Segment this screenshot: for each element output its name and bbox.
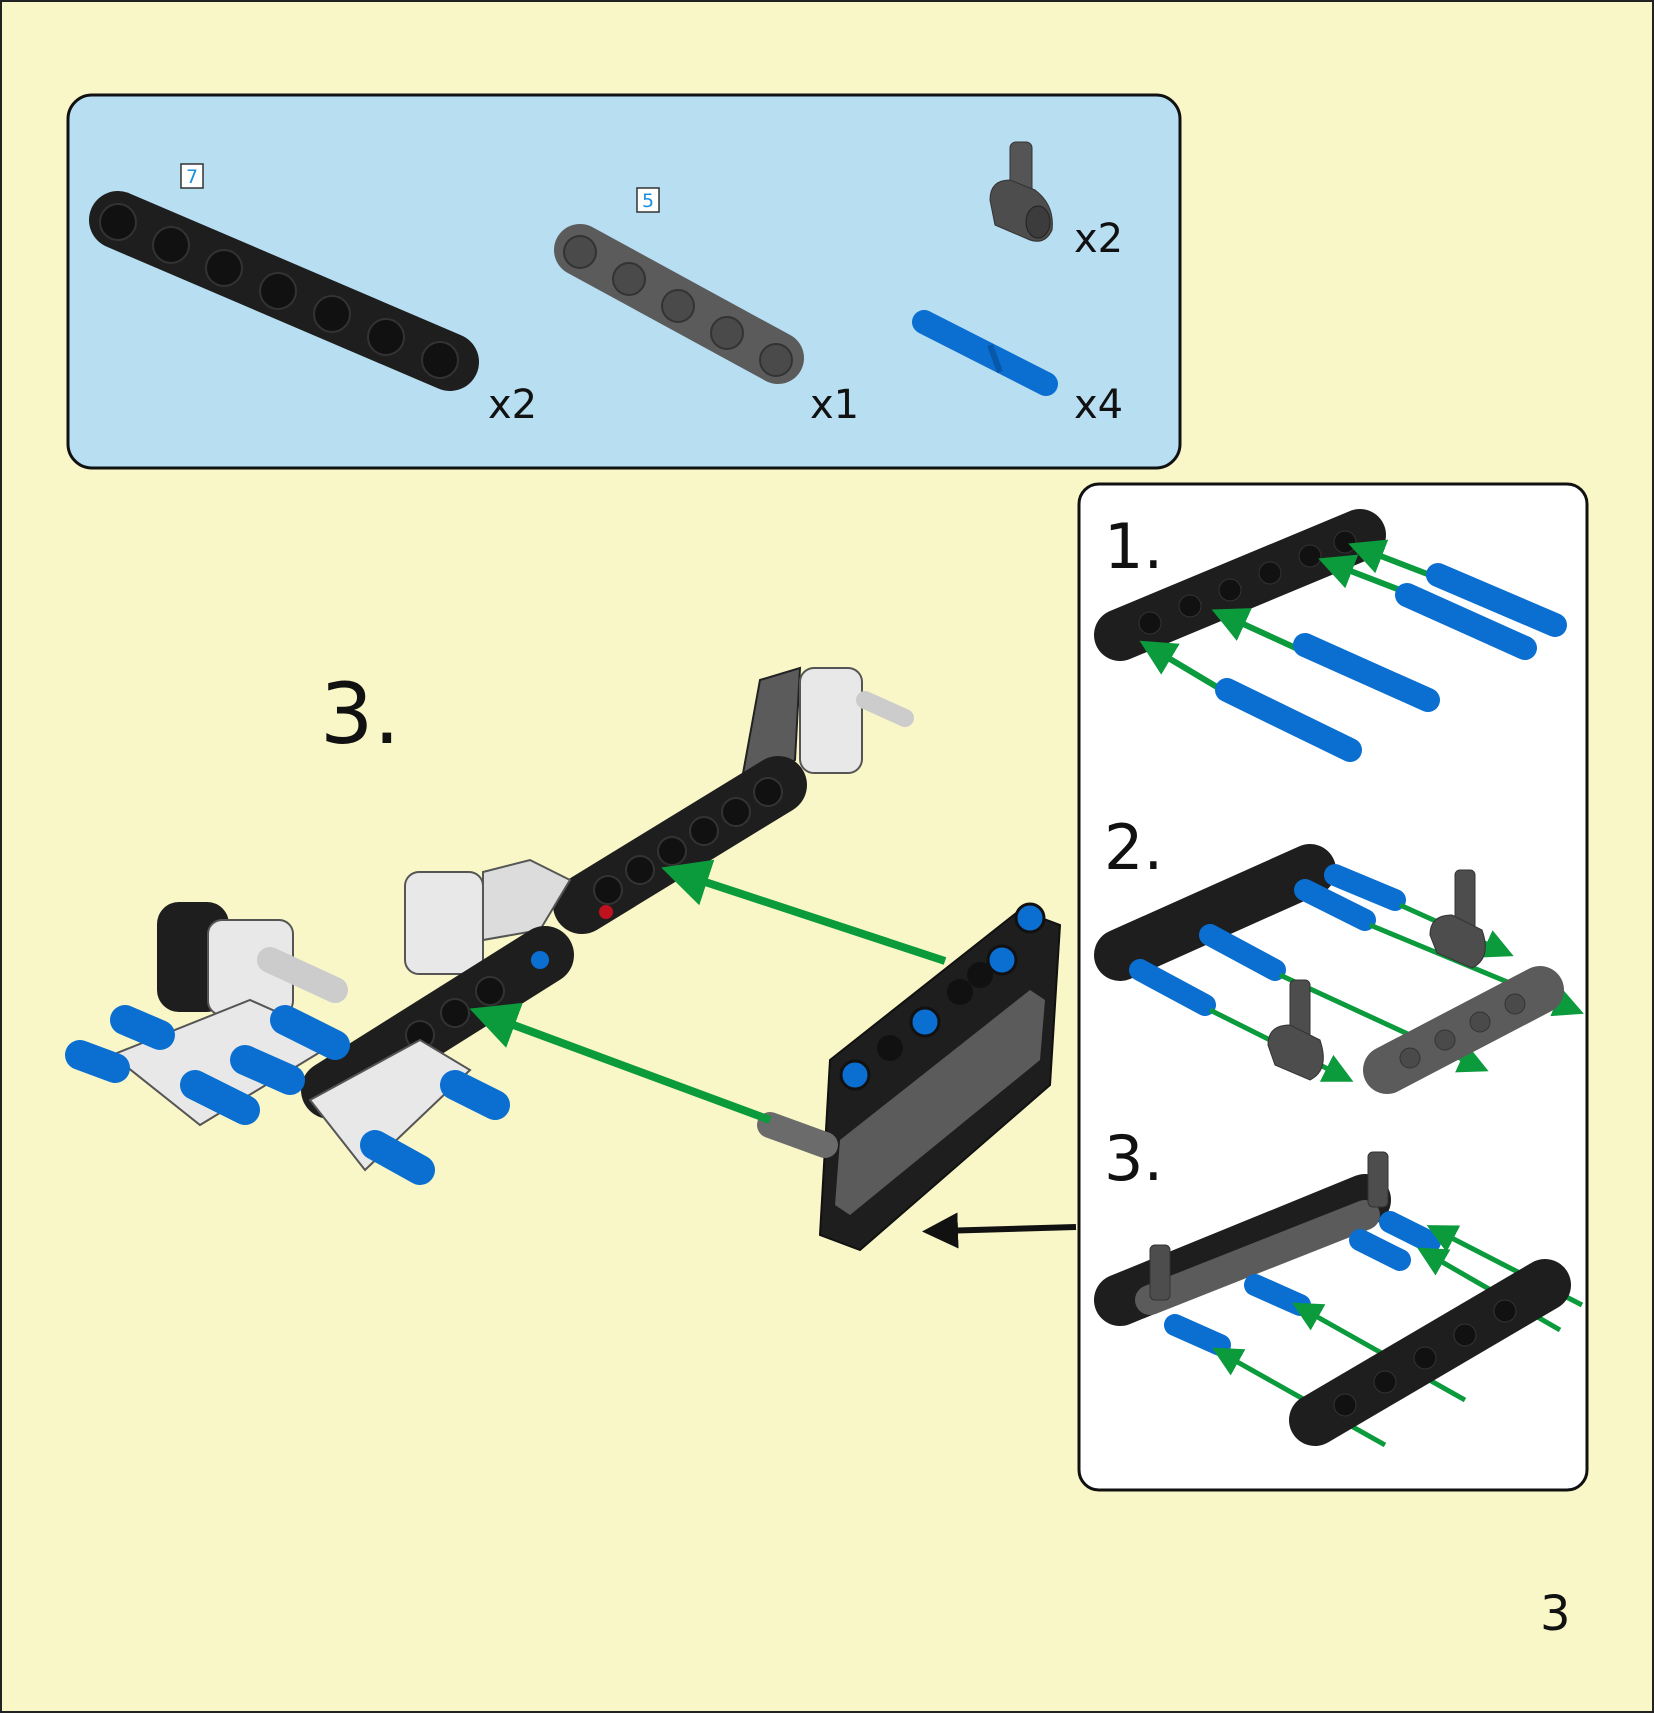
main-step-number: 3.: [320, 665, 400, 763]
page-number: 3: [1540, 1586, 1571, 1642]
callout-arrow: [922, 1212, 1077, 1249]
sub-step-number: 3.: [1104, 1122, 1163, 1195]
white-connector: [799, 667, 863, 774]
length-label: 5: [642, 190, 654, 212]
sub-steps-panel: 1. 2.: [1077, 482, 1589, 1492]
main-assembly: [65, 666, 1062, 1252]
quantity-label: x4: [1074, 382, 1123, 428]
sub-step-3-illustration: [1094, 1151, 1584, 1448]
quantity-label: x2: [1074, 216, 1123, 262]
pin-connector-part: [989, 141, 1053, 242]
quantity-label: x1: [810, 382, 859, 428]
lower-beam: [301, 926, 574, 1119]
sub-step-number: 1.: [1104, 510, 1163, 583]
quantity-label: x2: [488, 382, 537, 428]
sub-step-1-illustration: [1094, 509, 1567, 762]
blue-pins: [65, 1005, 510, 1185]
sub-step-2-illustration: [1094, 844, 1584, 1094]
parts-list-panel: 7 x2 5 x1 x2 x4: [66, 93, 1182, 470]
green-arrow: [469, 1002, 772, 1124]
beam-5-part: [554, 224, 804, 384]
length-label: 7: [186, 166, 198, 188]
length-badge-7: 7: [180, 163, 204, 189]
beam-7-part: [89, 191, 479, 391]
green-arrow: [661, 859, 947, 965]
blue-pin-part: [912, 310, 1058, 396]
length-badge-5: 5: [636, 187, 660, 213]
sub-step-number: 2.: [1104, 811, 1163, 884]
